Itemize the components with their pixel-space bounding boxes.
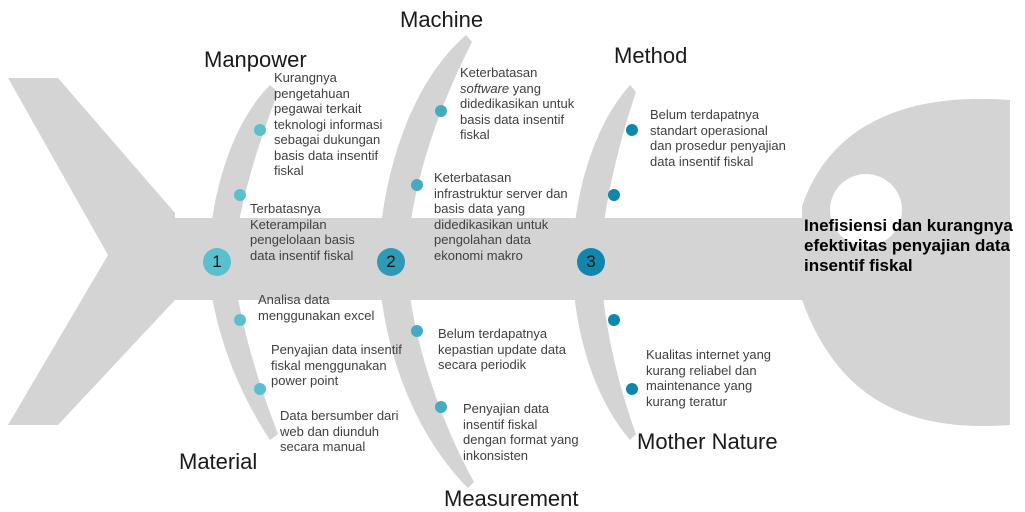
rib-method [572,85,636,262]
cause-measurement-update: Belum terdapatnya kepastian update data … [438,326,566,372]
bullet-dot [435,401,447,413]
cause-manpower-skills: Terbatasnya Keterampilan pengelolaan bas… [250,201,355,263]
bullet-dot [234,189,246,201]
category-measurement: Measurement [444,486,579,511]
rib-material [208,262,278,440]
number-2: 2 [386,252,396,271]
cause-measurement-format: Penyajian data insentif fiskal dengan fo… [463,401,579,463]
category-mother-nature: Mother Nature [637,429,778,454]
rib-machine [378,35,472,262]
number-circle-2 [377,248,405,276]
bullet-dot [411,325,423,337]
number-circle-3 [577,248,605,276]
number-3: 3 [586,252,596,271]
bullet-dot [234,314,246,326]
rib-mother-nature [572,262,636,440]
cause-material-web: Data bersumber dari web dan diunduh seca… [280,408,399,454]
category-method: Method [614,43,688,68]
bullet-dot [254,383,266,395]
cause-machine-software-italic: software [460,80,510,96]
fish-eye [830,174,902,246]
bullet-dot [626,124,638,136]
cause-machine-software-prefix: Keterbatasan [460,65,538,80]
fish-spine [170,218,810,300]
category-manpower: Manpower [204,47,307,72]
cause-machine-software: Keterbatasan software yang didedikasikan… [460,65,590,143]
rib-measurement [378,262,474,488]
bullet-dot [608,314,620,326]
cause-machine-infrastructure: Keterbatasan infrastruktur server dan ba… [434,170,568,263]
cause-manpower-knowledge: Kurangnya pengetahuan pegawai terkait te… [274,70,383,178]
number-1: 1 [212,252,222,271]
cause-machine-software-suffix: yang didedikasikan untuk basis data inse… [460,80,575,143]
category-material: Material [179,449,258,474]
cause-mother-nature-internet: Kualitas internet yang kurang reliabel d… [646,347,772,409]
number-circle-1 [203,248,231,276]
cause-material-powerpoint: Penyajian data insentif fiskal menggunak… [271,342,402,388]
effect-statement: Inefisiensi dan kurangnya efektivitas pe… [804,216,1013,275]
bullet-dot [411,179,423,191]
bullet-dot [626,383,638,395]
cause-method-sop: Belum terdapatnya standart operasional d… [650,107,786,169]
fish-tail [8,78,175,425]
category-machine: Machine [400,7,484,32]
cause-material-excel: Analisa data menggunakan excel [258,292,375,323]
bullet-dot [254,124,266,136]
bullet-dot [608,189,620,201]
bullet-dot [435,105,447,117]
